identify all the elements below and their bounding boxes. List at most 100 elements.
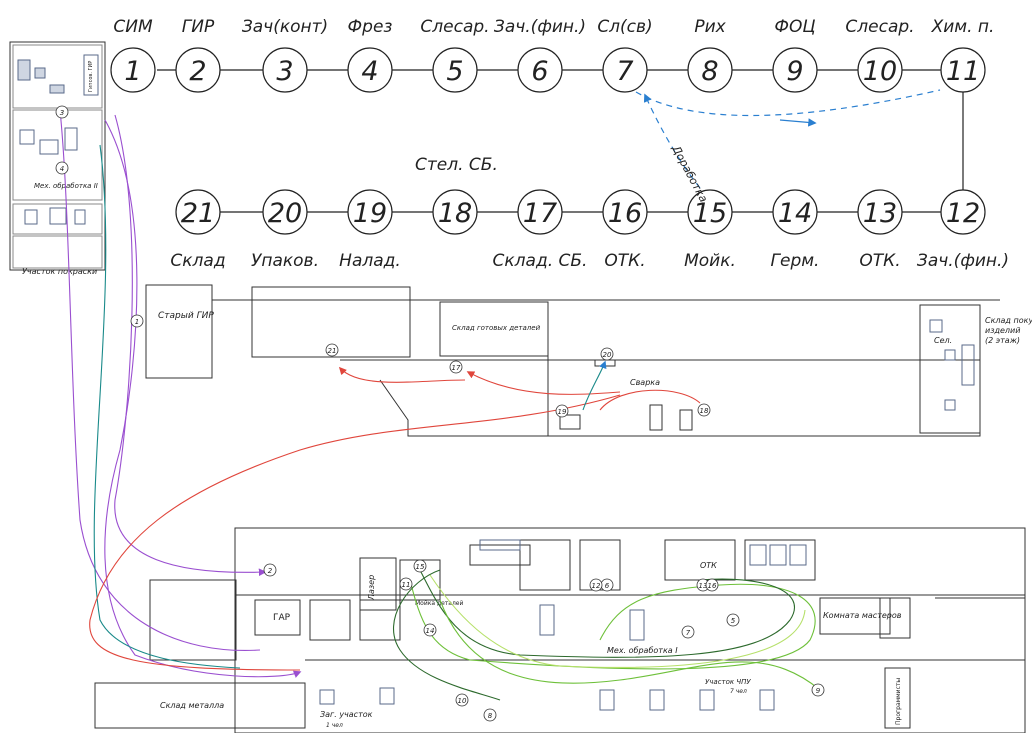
plan-marker-14 bbox=[423, 623, 437, 637]
purchased-store-label: Склад покупныхизделий(2 этаж) bbox=[985, 316, 1032, 345]
plan-marker-5 bbox=[726, 613, 740, 627]
plan-marker-21 bbox=[325, 343, 339, 357]
gar-label: ГАР bbox=[273, 613, 291, 623]
route-node-15 bbox=[687, 189, 733, 235]
zag-area-label: Заг. участок bbox=[320, 710, 373, 719]
plan-marker-8 bbox=[483, 708, 497, 722]
route-node-6 bbox=[517, 47, 563, 93]
route-node-number: 5 bbox=[446, 56, 463, 87]
master-room-label: Комната мастеров bbox=[823, 611, 902, 620]
plan-marker-number: 11 bbox=[402, 581, 411, 589]
plan-marker-1 bbox=[130, 314, 144, 328]
route-node-17 bbox=[517, 189, 563, 235]
path-teal-19-20 bbox=[582, 360, 607, 411]
plan-marker-number: 9 bbox=[816, 687, 821, 695]
plan-marker-19 bbox=[555, 404, 569, 418]
sel-label: Сел. bbox=[934, 336, 952, 345]
path-green-a bbox=[409, 579, 816, 670]
route-node-number: 4 bbox=[361, 56, 378, 87]
plan-marker-number: 6 bbox=[605, 582, 610, 590]
route-node-label: ОТК. bbox=[859, 251, 900, 271]
route-node-12 bbox=[940, 189, 986, 235]
route-node-number: 3 bbox=[276, 56, 293, 87]
route-node-label: Зач(конт) bbox=[242, 17, 328, 37]
laser-label: Лазер bbox=[367, 575, 376, 601]
plan-marker-16 bbox=[705, 578, 719, 592]
plan-marker-number: 1 bbox=[135, 318, 139, 326]
path-red-to-17 bbox=[466, 371, 621, 395]
rework-label: Доработка bbox=[669, 142, 710, 204]
plan-marker-17 bbox=[449, 360, 463, 374]
route-node-13 bbox=[857, 189, 903, 235]
chpu-sub: 7 чел bbox=[730, 688, 747, 695]
route-node-number: 7 bbox=[616, 56, 633, 87]
zag-area-sub: 1 чел bbox=[326, 722, 343, 729]
route-node-number: 20 bbox=[268, 198, 302, 229]
plan-marker-number: 20 bbox=[603, 351, 612, 359]
route-node-9 bbox=[772, 47, 818, 93]
route-node-number: 13 bbox=[863, 198, 897, 229]
route-node-label: СИМ bbox=[113, 17, 153, 37]
plan-marker-number: 2 bbox=[268, 567, 273, 575]
route-node-label: ФОЦ bbox=[774, 17, 815, 37]
route-node-3 bbox=[262, 47, 308, 93]
route-node-label: Герм. bbox=[771, 251, 820, 271]
route-node-label: Слесар. bbox=[845, 17, 914, 37]
top-route-nodes: 1СИМ2ГИР3Зач(конт)4Фрез5Слесар.6Зач.(фин… bbox=[110, 17, 994, 93]
left-building-outline bbox=[9, 41, 106, 271]
path-green-e bbox=[393, 569, 501, 701]
plan-marker-number: 5 bbox=[731, 617, 736, 625]
plan-marker-7 bbox=[681, 625, 695, 639]
route-node-19 bbox=[347, 189, 393, 235]
route-node-number: 10 bbox=[863, 56, 897, 87]
path-purple-c bbox=[59, 109, 261, 652]
route-node-label: Слесар. bbox=[420, 17, 489, 37]
metal-store-label: Склад металла bbox=[160, 701, 224, 710]
route-node-20 bbox=[262, 189, 308, 235]
route-node-number: 21 bbox=[181, 198, 215, 229]
route-node-label: Налад. bbox=[339, 251, 401, 271]
gips-label: Гипсов. ГИР bbox=[88, 61, 94, 92]
route-node-label: Упаков. bbox=[251, 251, 319, 271]
stel-sb-label: Стел. СБ. bbox=[415, 155, 498, 175]
route-node-number: 1 bbox=[124, 56, 141, 87]
plan-marker-number: 10 bbox=[458, 697, 467, 705]
plan-marker-4 bbox=[55, 161, 69, 175]
plan-marker-2 bbox=[263, 563, 277, 577]
path-green-d bbox=[439, 599, 821, 691]
path-red-18-19 bbox=[599, 389, 701, 411]
route-node-number: 8 bbox=[701, 56, 718, 87]
washing-label: Мойка деталей bbox=[415, 600, 463, 607]
route-node-number: 15 bbox=[693, 198, 727, 229]
route-node-label: Мойк. bbox=[684, 251, 736, 271]
rework-arrow bbox=[779, 118, 817, 127]
plan-marker-3 bbox=[55, 105, 69, 119]
route-node-number: 6 bbox=[531, 56, 548, 87]
plan-marker-number: 7 bbox=[686, 629, 691, 637]
route-node-5 bbox=[432, 47, 478, 93]
programmers-label: Программисты bbox=[895, 678, 902, 725]
plan-marker-number: 18 bbox=[700, 407, 709, 415]
path-red-17-21 bbox=[338, 366, 466, 383]
plan-marker-9 bbox=[811, 683, 825, 697]
path-purple-b bbox=[114, 114, 267, 577]
route-node-21 bbox=[175, 189, 221, 235]
rework-path-7-11 bbox=[635, 89, 941, 117]
chpu-label: Участок ЧПУ bbox=[705, 678, 751, 686]
otk-label: ОТК bbox=[700, 561, 717, 570]
bottom-building bbox=[94, 527, 1026, 733]
old-gir-box bbox=[145, 284, 213, 379]
route-node-number: 12 bbox=[946, 198, 980, 229]
route-node-10 bbox=[857, 47, 903, 93]
plan-marker-15 bbox=[413, 559, 427, 573]
old-gir-label: Старый ГИР bbox=[158, 311, 214, 321]
route-node-label: Зач.(фин.) bbox=[494, 17, 586, 37]
plan-marker-number: 17 bbox=[452, 364, 461, 372]
path-red-main bbox=[89, 394, 621, 671]
route-node-label: ГИР bbox=[182, 17, 215, 37]
route-node-number: 11 bbox=[946, 56, 980, 87]
route-node-label: ОТК. bbox=[604, 251, 645, 271]
route-node-2 bbox=[175, 47, 221, 93]
